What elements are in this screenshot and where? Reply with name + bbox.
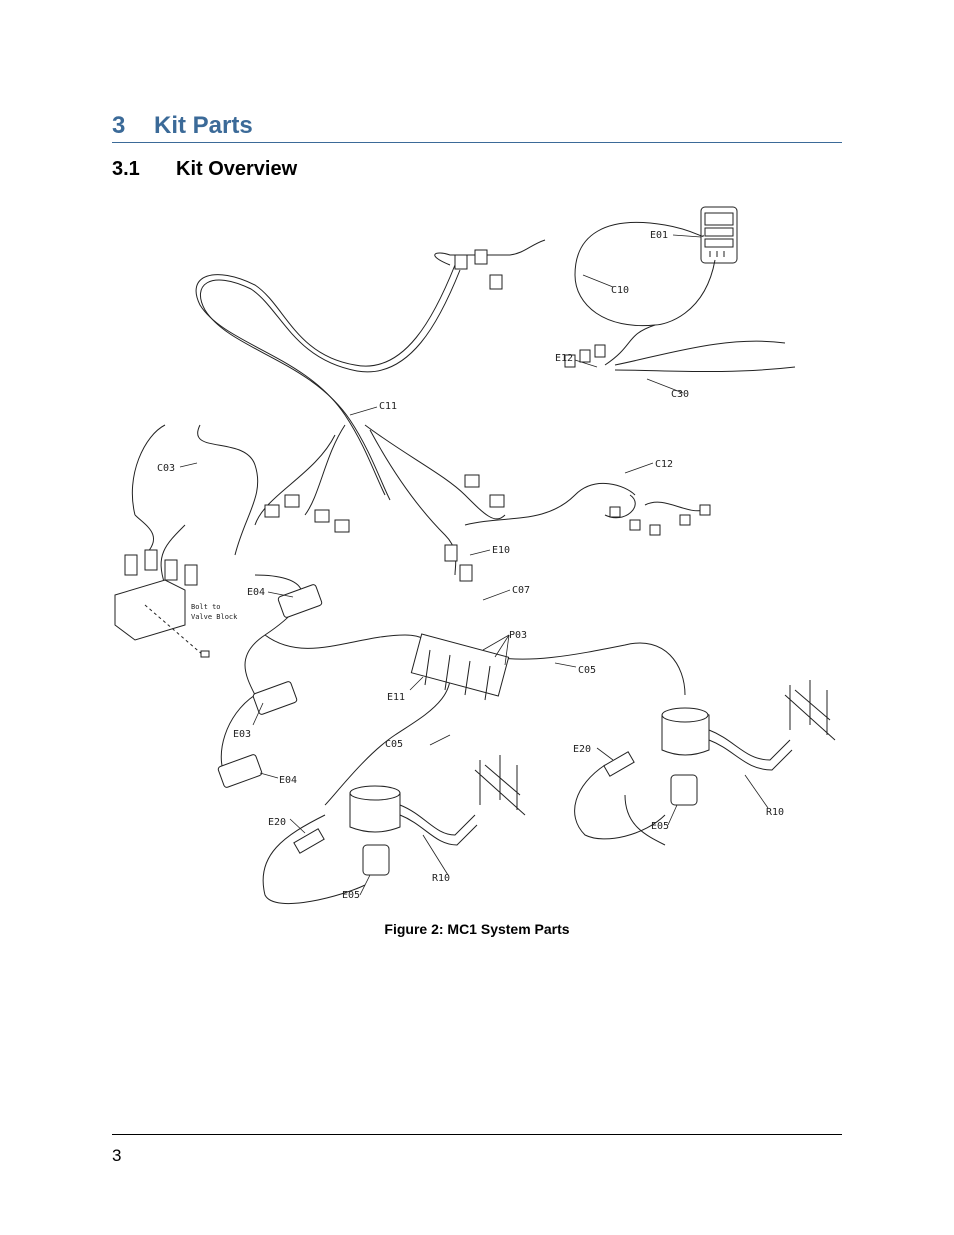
callout-e11: E11 (387, 692, 405, 703)
callout-c05-left: C05 (385, 739, 403, 750)
callout-e04-bottom: E04 (279, 775, 297, 786)
callout-c05-right: C05 (578, 665, 596, 676)
note-bolt-to: Bolt to (191, 603, 221, 611)
page-number: 3 (112, 1146, 122, 1165)
callout-c10: C10 (611, 285, 629, 296)
valve-block (114, 549, 210, 658)
display-unit (700, 206, 738, 264)
parts-diagram: E01 C10 E12 C30 C11 C03 C12 E10 C07 E04 … (105, 195, 845, 915)
callout-e05-right: E05 (651, 821, 669, 832)
callout-e05-left: E05 (342, 890, 360, 901)
connector-cluster (264, 249, 606, 582)
callout-e04-top: E04 (247, 587, 265, 598)
callout-c30: C30 (671, 389, 689, 400)
callout-p03: P03 (509, 630, 527, 641)
callout-c12: C12 (655, 459, 673, 470)
callout-e20-right: E20 (573, 744, 591, 755)
figure-caption: Figure 2: MC1 System Parts (384, 921, 570, 937)
callout-e10: E10 (492, 545, 510, 556)
section-title: Kit Parts (154, 112, 253, 139)
callout-e12: E12 (555, 353, 573, 364)
callout-r10-right: R10 (766, 807, 784, 818)
callout-c03: C03 (157, 463, 175, 474)
distribution-block (410, 633, 510, 701)
callout-e03: E03 (233, 729, 251, 740)
footer-rule (112, 1134, 842, 1135)
callout-c11: C11 (379, 401, 397, 412)
subsection-title: Kit Overview (176, 158, 298, 180)
note-valve-block: Valve Block (191, 613, 238, 621)
tank-assembly-right (661, 680, 836, 806)
section-number: 3 (112, 112, 126, 139)
callout-e20-left: E20 (268, 817, 286, 828)
callout-e01: E01 (650, 230, 668, 241)
callout-c07: C07 (512, 585, 530, 596)
callout-r10-left: R10 (432, 873, 450, 884)
section-heading: 3 Kit Parts (112, 108, 842, 143)
subsection-number: 3.1 (112, 158, 140, 180)
tank-assembly-left (349, 755, 526, 876)
